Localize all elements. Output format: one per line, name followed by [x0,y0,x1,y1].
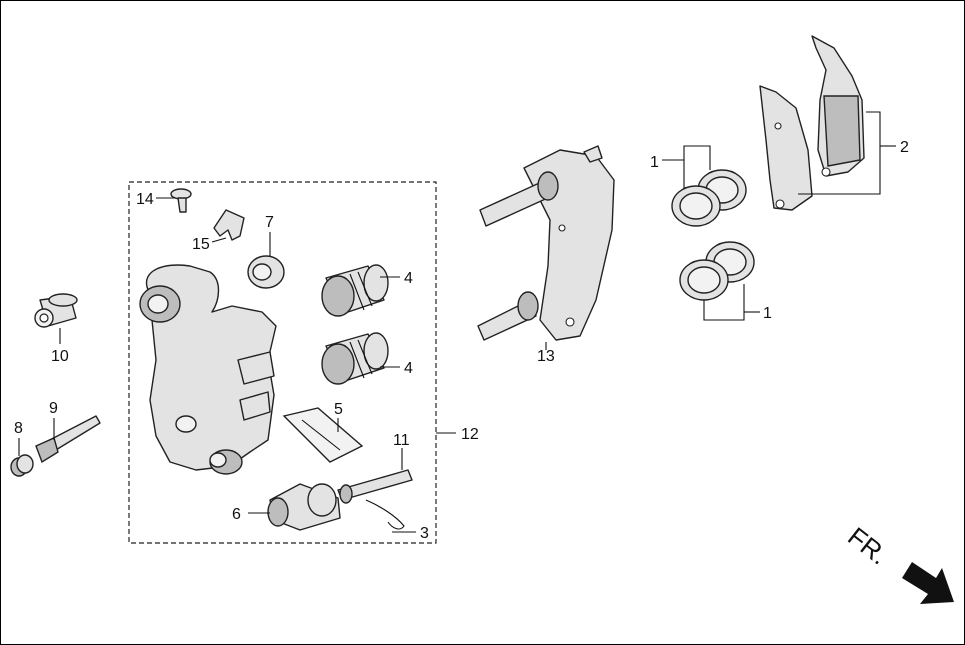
caliper-bracket-part [477,145,615,341]
bleeder-screw-part [35,415,101,464]
callout-12: 12 [461,426,479,443]
callout-4-lower: 4 [404,360,413,377]
caliper-bolt-part [267,483,341,531]
callout-8: 8 [14,420,23,437]
bleeder-rubber-cap-part [10,454,34,477]
pin-boot-part [247,255,285,289]
pad-spring-part [282,407,364,463]
piston-upper-part [321,264,389,317]
callout-11: 11 [393,432,410,449]
brake-pad-front-part [811,35,865,177]
piston-lower-part [321,332,389,385]
caliper-assembly-box [128,181,437,544]
callout-15: 15 [192,236,210,253]
piston-seal-lower-part [679,241,755,301]
caliper-pin-part [337,469,413,504]
callout-7: 7 [265,214,274,231]
callout-4-upper: 4 [404,270,413,287]
pad-clip-part [213,209,245,241]
callout-5: 5 [334,401,343,418]
callout-10: 10 [51,348,69,365]
callout-1-upper: 1 [650,154,659,171]
screw-part [170,188,192,213]
callout-1-lower: 1 [763,305,772,322]
brake-pad-rear-part [759,85,813,211]
callout-13: 13 [537,348,555,365]
front-direction-arrow-icon [902,562,954,604]
caliper-body-part [139,264,277,475]
callout-6: 6 [232,506,241,523]
piston-seal-upper-part [671,169,747,227]
callout-9: 9 [49,400,58,417]
bleeder-cap-part [34,293,78,328]
callout-2: 2 [900,139,909,156]
callout-3: 3 [420,525,429,542]
front-direction-label: FR. [842,521,893,570]
callout-14: 14 [136,191,154,208]
retaining-clip-part [365,499,405,530]
